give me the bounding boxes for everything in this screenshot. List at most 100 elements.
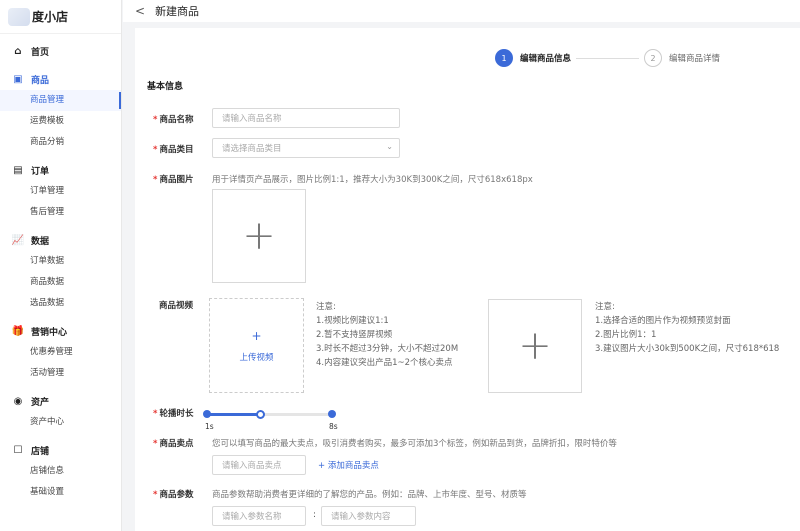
app-logo[interactable]: 度小店	[0, 0, 121, 34]
sidebar-group-1[interactable]: ▣ 商品	[0, 68, 121, 90]
steps: 1 编辑商品信息 2 编辑商品详情	[495, 49, 720, 67]
assets-icon: ◉	[13, 395, 23, 407]
upload-video-text: 上传视频	[239, 352, 274, 363]
image-upload-box[interactable]: +	[212, 189, 306, 283]
images-hint: 用于详情页产品展示，图片比例1:1，推荐大小为30K到300K之间，尺寸618x…	[212, 175, 533, 185]
sidebar-item[interactable]: 运费模板	[30, 116, 65, 126]
product-name-input[interactable]: 请输入商品名称	[212, 108, 400, 128]
sidebar-item[interactable]: 优惠券管理	[30, 347, 73, 357]
video-notes-title: 注意:	[316, 302, 336, 312]
name-label-text: 商品名称	[159, 115, 194, 125]
product-name-placeholder: 请输入商品名称	[222, 114, 282, 124]
slider-end-dot	[328, 410, 336, 418]
video-cover-upload-box[interactable]: +	[488, 299, 582, 393]
params-hint: 商品参数帮助消费者更详细的了解您的产品。例如：品牌、上市年度、型号、材质等	[212, 490, 527, 500]
plus-icon: +	[251, 328, 262, 343]
sidebar-group-0[interactable]: ⌂ 首页	[0, 40, 121, 62]
cover-note: 1.选择合适的图片作为视频预览封面	[595, 316, 731, 326]
category-select[interactable]: 请选择商品类目 ⌄	[212, 138, 400, 158]
category-placeholder: 请选择商品类目	[222, 144, 282, 154]
param-value-placeholder: 请输入参数内容	[331, 512, 391, 522]
slider-handle[interactable]	[256, 410, 265, 419]
sidebar-group-label: 营销中心	[31, 327, 68, 338]
sidebar-item[interactable]: 商品数据	[30, 277, 65, 287]
home-icon: ⌂	[14, 45, 22, 57]
step-2-number: 2	[644, 49, 663, 67]
param-value-input[interactable]: 请输入参数内容	[321, 506, 416, 526]
video-label: 商品视频	[159, 301, 194, 311]
sidebar-item[interactable]: 活动管理	[30, 368, 65, 378]
slider-fill	[206, 413, 260, 416]
carousel-slider[interactable]	[203, 410, 336, 419]
sidebar-item[interactable]: 商品分销	[30, 137, 65, 147]
selling-hint: 您可以填写商品的最大卖点，吸引消费者购买，最多可添加3个标签，例如新品到货，品牌…	[212, 439, 617, 449]
sidebar-nav: ⌂ 首页 ▣ 商品商品管理运费模板商品分销 ▤ 订单订单管理售后管理 📈 数据订单数据商品数据…	[0, 34, 121, 509]
order-icon: ▤	[13, 164, 23, 176]
cover-notes-title: 注意:	[595, 302, 615, 312]
logo-mark	[8, 7, 30, 26]
step-2-label[interactable]: 编辑商品详情	[669, 54, 721, 64]
video-note: 3.时长不超过3分钟，大小不超过20M	[316, 344, 459, 354]
step-1-label[interactable]: 编辑商品信息	[520, 54, 572, 64]
sidebar-item[interactable]: 商品管理	[0, 90, 121, 111]
sidebar-group-label: 首页	[31, 47, 50, 58]
sidebar-group-6[interactable]: ☐ 店铺	[0, 439, 121, 461]
sidebar-item[interactable]: 店铺信息	[30, 466, 65, 476]
name-label: *商品名称	[153, 115, 194, 125]
cover-notes: 注意: 1.选择合适的图片作为视频预览封面 2.图片比例1：1 3.建议图片大小…	[595, 300, 779, 356]
param-separator: :	[313, 510, 317, 520]
cover-note: 3.建议图片大小30k到500K之间，尺寸618*618	[595, 344, 780, 354]
sidebar-item[interactable]: 订单数据	[30, 256, 65, 266]
video-upload-box[interactable]: + 上传视频	[209, 298, 304, 393]
sidebar-item[interactable]: 基础设置	[30, 487, 65, 497]
selling-point-placeholder: 请输入商品卖点	[222, 461, 282, 471]
sidebar-group-label: 资产	[31, 397, 50, 408]
slider-start-dot	[203, 410, 211, 418]
plus-icon: +	[318, 461, 328, 471]
sidebar-item[interactable]: 选品数据	[30, 298, 65, 308]
section-title: 基本信息	[147, 82, 184, 92]
goods-icon: ▣	[13, 73, 23, 85]
sidebar-group-5[interactable]: ◉ 资产	[0, 390, 121, 412]
carousel-label: *轮播时长	[153, 409, 194, 419]
sidebar-group-3[interactable]: 📈 数据	[0, 229, 121, 251]
selling-label: *商品卖点	[153, 439, 194, 449]
selling-point-input[interactable]: 请输入商品卖点	[212, 455, 306, 475]
param-name-input[interactable]: 请输入参数名称	[212, 506, 306, 526]
images-label: *商品图片	[153, 175, 194, 185]
page-title: 新建商品	[155, 5, 200, 18]
plus-icon: +	[518, 323, 552, 369]
sidebar-group-label: 数据	[31, 236, 50, 247]
chart-icon: 📈	[11, 234, 25, 246]
sidebar-item[interactable]: 订单管理	[30, 186, 65, 196]
plus-icon: +	[242, 213, 276, 259]
app-name: 度小店	[32, 10, 69, 24]
topbar: < 新建商品	[123, 0, 800, 22]
sidebar-item[interactable]: 售后管理	[30, 207, 65, 217]
video-note: 4.内容建议突出产品1~2个核心卖点	[316, 358, 453, 368]
sidebar-group-label: 商品	[31, 75, 50, 86]
chevron-down-icon: ⌄	[386, 142, 393, 151]
add-selling-point-button[interactable]: + 添加商品卖点	[318, 459, 379, 471]
store-icon: ☐	[13, 444, 23, 456]
selling-label-text: 商品卖点	[159, 439, 194, 449]
params-label-text: 商品参数	[159, 490, 194, 500]
category-label: *商品类目	[153, 145, 194, 155]
sidebar-group-4[interactable]: 🎁 营销中心	[0, 320, 121, 342]
images-label-text: 商品图片	[159, 175, 194, 185]
param-name-placeholder: 请输入参数名称	[222, 512, 282, 522]
step-connector	[576, 57, 640, 59]
sidebar-group-label: 订单	[31, 166, 50, 177]
video-note: 1.视频比例建议1:1	[316, 316, 389, 326]
back-icon[interactable]: <	[135, 4, 146, 18]
video-notes: 注意: 1.视频比例建议1:1 2.暂不支持竖屏视频 3.时长不超过3分钟，大小…	[316, 300, 458, 370]
sidebar-group-label: 店铺	[31, 446, 50, 457]
step-1-number: 1	[495, 49, 513, 67]
slider-max-label: 8s	[329, 422, 338, 431]
form-card: 1 编辑商品信息 2 编辑商品详情 基本信息 *商品名称 请输入商品名称 *商品…	[135, 28, 800, 531]
marketing-icon: 🎁	[11, 325, 25, 337]
sidebar-group-2[interactable]: ▤ 订单	[0, 159, 121, 181]
params-label: *商品参数	[153, 490, 194, 500]
video-note: 2.暂不支持竖屏视频	[316, 330, 393, 340]
sidebar-item[interactable]: 资产中心	[30, 417, 65, 427]
